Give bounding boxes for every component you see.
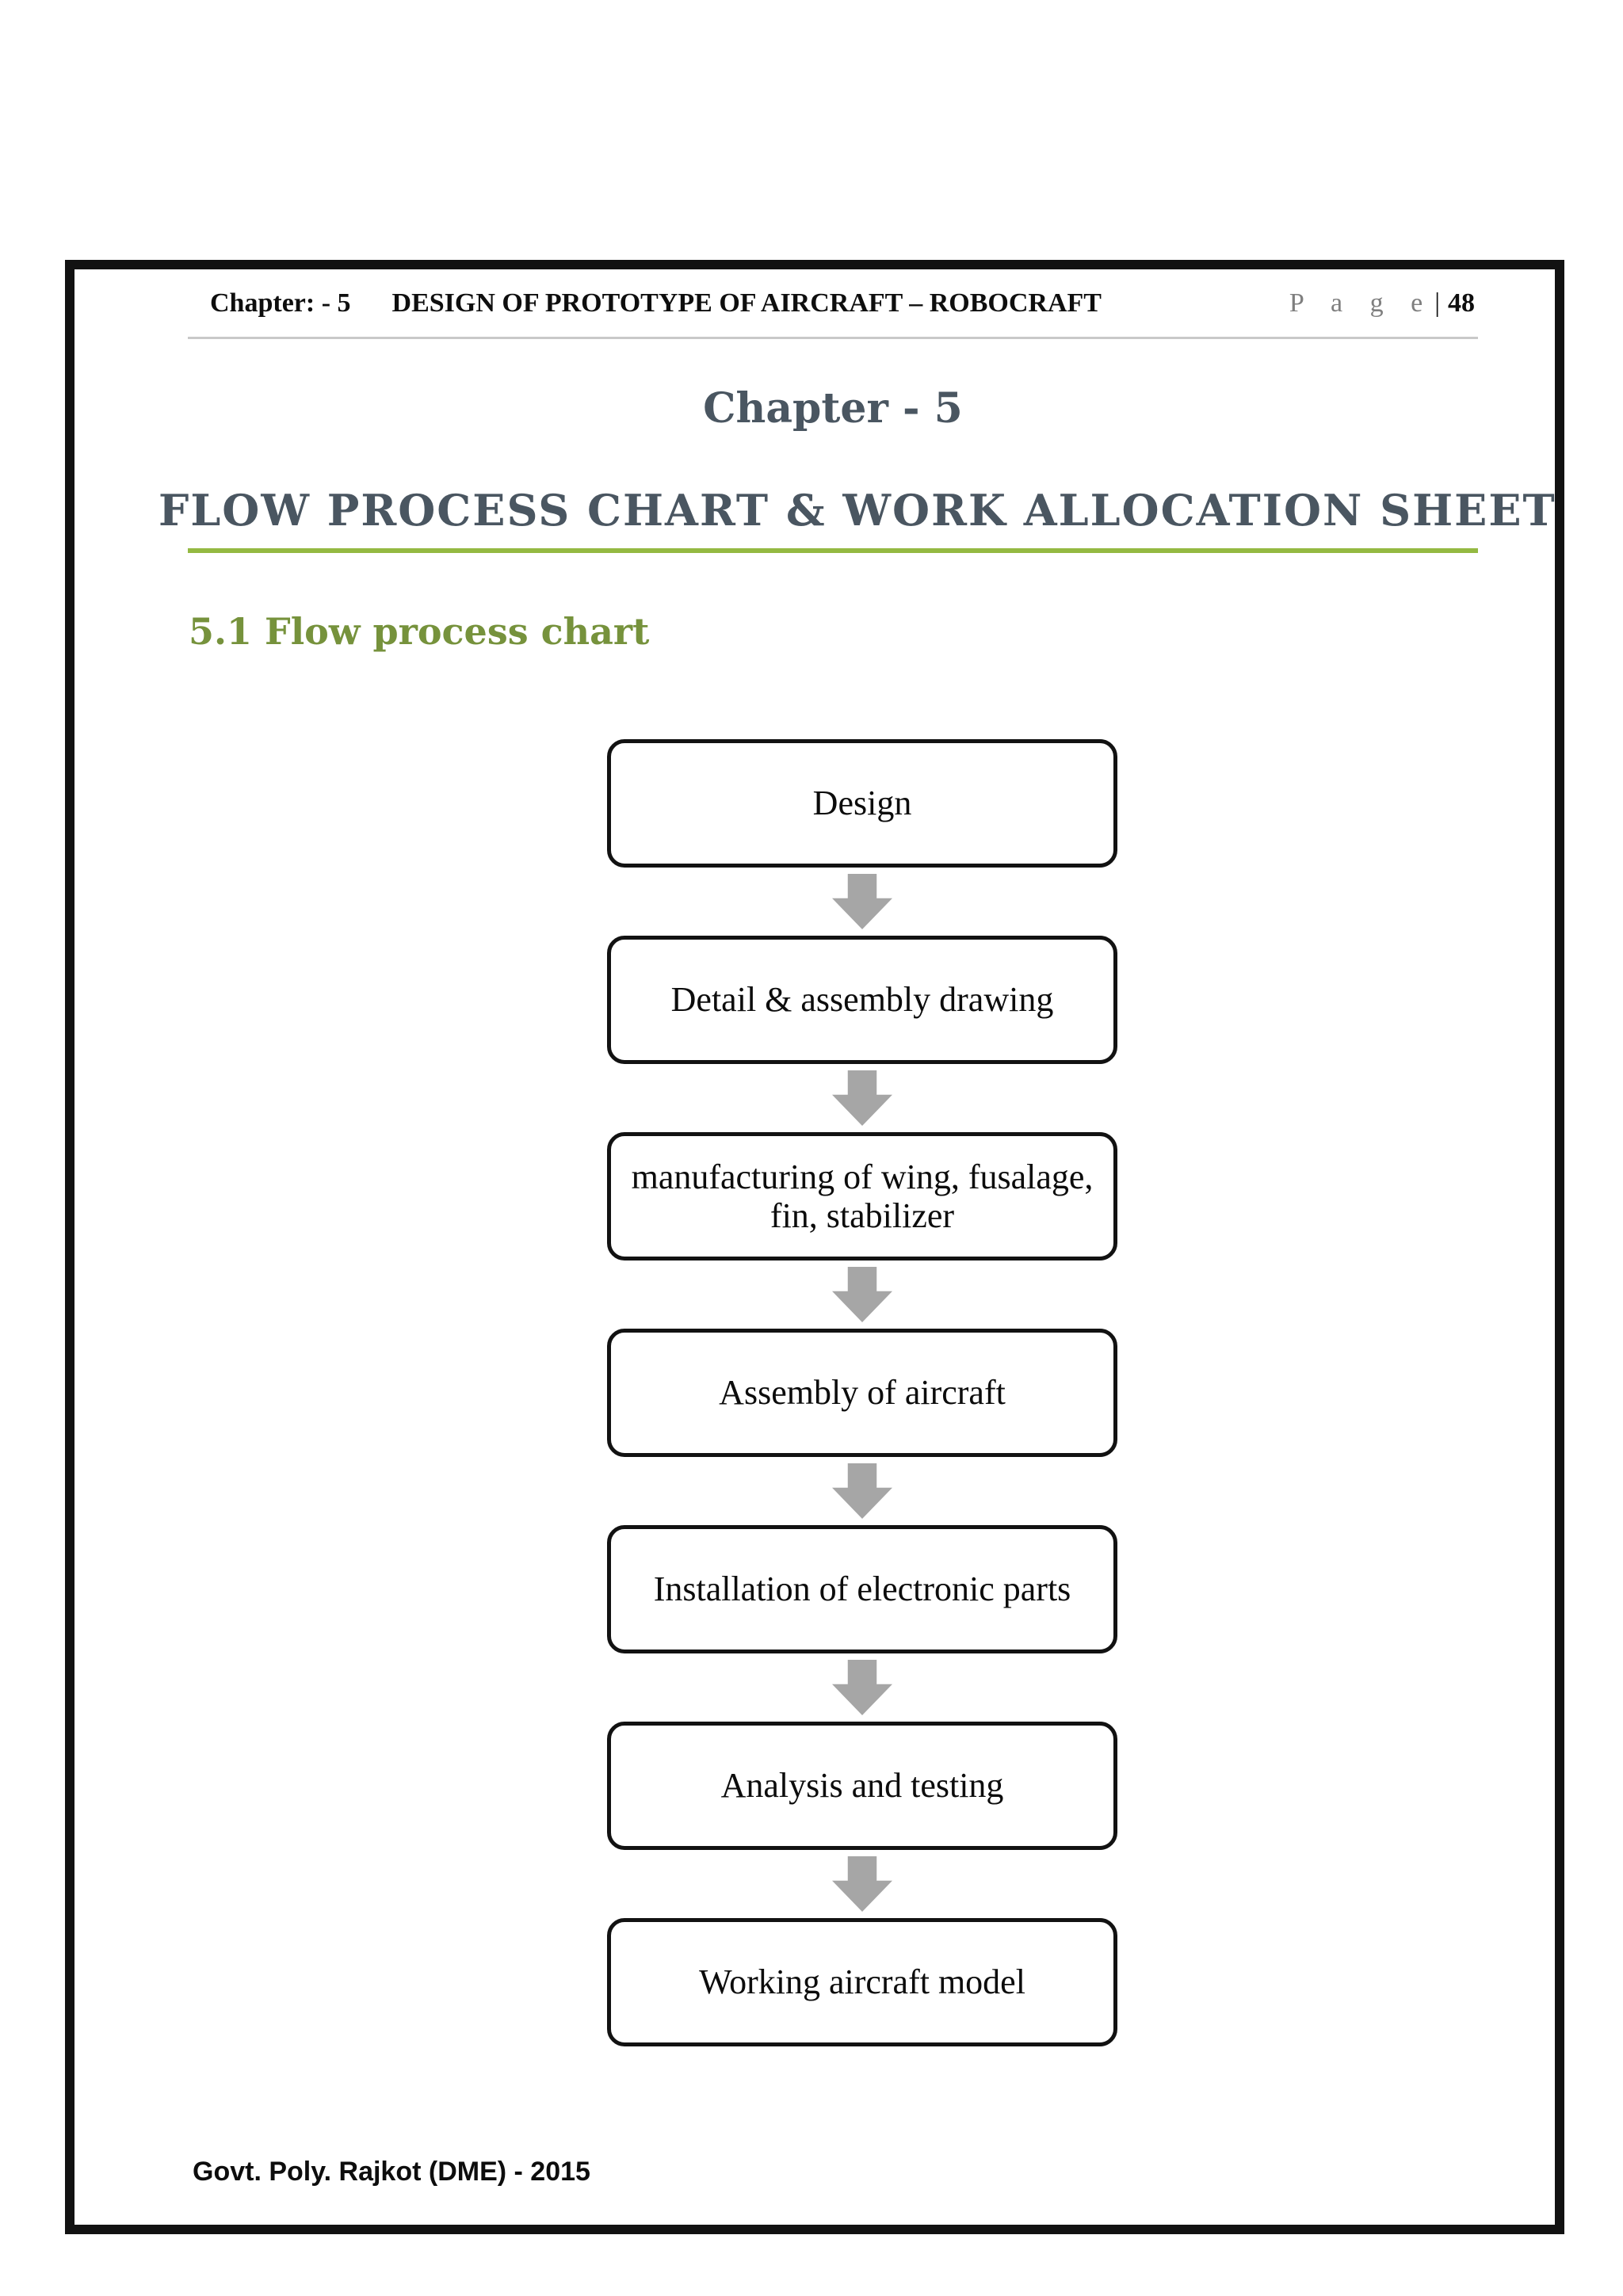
arrow-down-icon xyxy=(832,1660,892,1715)
flow-step-detail-assembly-drawing: Detail & assembly drawing xyxy=(607,936,1117,1064)
footer-text: Govt. Poly. Rajkot (DME) - 2015 xyxy=(193,2157,590,2187)
flow-step-label: Design xyxy=(812,784,912,823)
header-chapter-label: Chapter: - 5 xyxy=(210,288,351,318)
heading-accent-underline xyxy=(188,548,1478,553)
flow-process-chart: Design Detail & assembly drawing manufac… xyxy=(607,739,1117,2046)
flow-step-label: Detail & assembly drawing xyxy=(670,980,1054,1020)
flow-step-label: Installation of electronic parts xyxy=(653,1569,1071,1609)
section-heading: 5.1 Flow process chart xyxy=(189,610,650,653)
page-number: 48 xyxy=(1448,288,1475,318)
arrow-down-icon xyxy=(832,1856,892,1912)
arrow-down-icon xyxy=(832,1267,892,1322)
page-word-label: P a g e xyxy=(1289,288,1434,318)
page-indicator: P a g e | 48 xyxy=(1289,288,1475,318)
flow-step-label: Analysis and testing xyxy=(720,1766,1004,1806)
flow-step-label: Assembly of aircraft xyxy=(719,1373,1006,1413)
arrow-down-icon xyxy=(832,1463,892,1519)
page-separator: | xyxy=(1434,288,1440,318)
flow-step-manufacturing: manufacturing of wing, fusalage, fin, st… xyxy=(607,1132,1117,1261)
header-divider-line xyxy=(188,337,1478,339)
arrow-down-icon xyxy=(832,1070,892,1126)
header-document-title: DESIGN OF PROTOTYPE OF AIRCRAFT – ROBOCR… xyxy=(391,288,1102,318)
arrow-down-icon xyxy=(832,874,892,929)
flow-step-working-model: Working aircraft model xyxy=(607,1918,1117,2046)
flow-step-analysis-testing: Analysis and testing xyxy=(607,1722,1117,1850)
flow-step-installation-electronics: Installation of electronic parts xyxy=(607,1525,1117,1653)
page-header: Chapter: - 5 DESIGN OF PROTOTYPE OF AIRC… xyxy=(210,288,1475,318)
chapter-title: Chapter - 5 xyxy=(703,384,963,433)
flow-step-label: manufacturing of wing, fusalage, fin, st… xyxy=(631,1157,1094,1235)
flow-step-assembly-of-aircraft: Assembly of aircraft xyxy=(607,1329,1117,1457)
flow-step-design: Design xyxy=(607,739,1117,868)
flow-step-label: Working aircraft model xyxy=(699,1962,1025,2002)
page-border-frame xyxy=(65,260,1564,2234)
main-heading: FLOW PROCESS CHART & WORK ALLOCATION SHE… xyxy=(158,485,1556,536)
